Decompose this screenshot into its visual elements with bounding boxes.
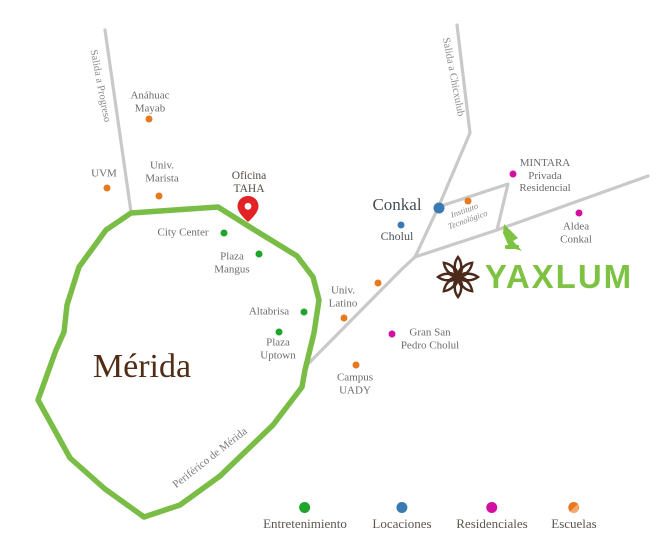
road-salida-chicxulub <box>305 23 472 367</box>
legend-item-residenciales: Residenciales <box>456 502 528 532</box>
yaxlum-logo-text: YAXLUM <box>484 258 634 295</box>
legend-dot-residenciales <box>486 502 498 513</box>
dot-conkal <box>433 202 445 214</box>
legend-label-residenciales: Residenciales <box>456 516 528 531</box>
legend-item-entretenimiento: Entretenimiento <box>263 502 347 532</box>
label-univ-latino: Univ. Latino <box>328 284 358 309</box>
yaxlum-flower-icon <box>435 254 481 300</box>
label-conkal: Conkal <box>372 195 422 215</box>
label-city-center: City Center <box>157 226 209 239</box>
legend-item-escuelas: Escuelas <box>551 502 597 532</box>
dot-cholul <box>397 221 405 229</box>
road-salida-progreso <box>103 28 133 214</box>
dot-campus-uady <box>352 361 360 369</box>
label-campus-uady: Campus UADY <box>336 371 374 396</box>
label-univ-marista: Univ. Marista <box>145 159 179 184</box>
label-altabrisa: Altabrisa <box>248 305 290 318</box>
office-label: Oficina TAHA <box>231 169 267 195</box>
legend-dot-escuelas <box>568 502 580 513</box>
dot-aldea-conkal <box>575 209 583 217</box>
label-aldea-conkal: Aldea Conkal <box>560 220 592 245</box>
dot-univ-latino <box>340 314 348 322</box>
road-to-aldea-conkal <box>495 174 650 232</box>
dot-plaza-mangus <box>255 250 263 258</box>
dot-univ-marista <box>155 192 163 200</box>
dot-altabrisa <box>300 308 308 316</box>
dot-mintara <box>509 170 517 178</box>
label-anahuac-mayab: Anáhuac Mayab <box>130 89 170 114</box>
dot-city-center <box>220 229 228 237</box>
yaxlum-arrow-marker <box>503 224 522 251</box>
legend-label-locaciones: Locaciones <box>372 516 432 531</box>
region-label-merida: Mérida <box>92 348 192 385</box>
label-mintara: MINTARA Privada Residencial <box>519 157 571 195</box>
merida-periferico-ring <box>35 204 322 520</box>
label-uvm: UVM <box>91 167 117 180</box>
legend-label-entretenimiento: Entretenimiento <box>263 516 347 531</box>
office-pin-icon <box>237 196 259 222</box>
road-instituto-loop <box>413 182 510 259</box>
label-cholul: Cholul <box>380 229 414 244</box>
dot-gran-san-pedro-cholul <box>388 330 396 338</box>
legend-dot-entretenimiento <box>299 502 311 513</box>
label-gran-san-pedro-cholul: Gran San Pedro Cholul <box>400 326 460 351</box>
label-plaza-mangus: Plaza Mangus <box>214 250 250 275</box>
legend-item-locaciones: Locaciones <box>372 502 432 532</box>
logo-accent-bar <box>505 245 519 249</box>
dot-uvm <box>103 184 111 192</box>
legend-dot-locaciones <box>396 502 408 513</box>
dot-plaza-uptown <box>275 328 283 336</box>
label-plaza-uptown: Plaza Uptown <box>260 336 296 361</box>
dot-anahuac-mayab <box>145 115 153 123</box>
dot-instituto-tecnologico <box>464 197 472 205</box>
legend-label-escuelas: Escuelas <box>551 516 597 531</box>
dot-univ-latino-north <box>374 279 382 287</box>
